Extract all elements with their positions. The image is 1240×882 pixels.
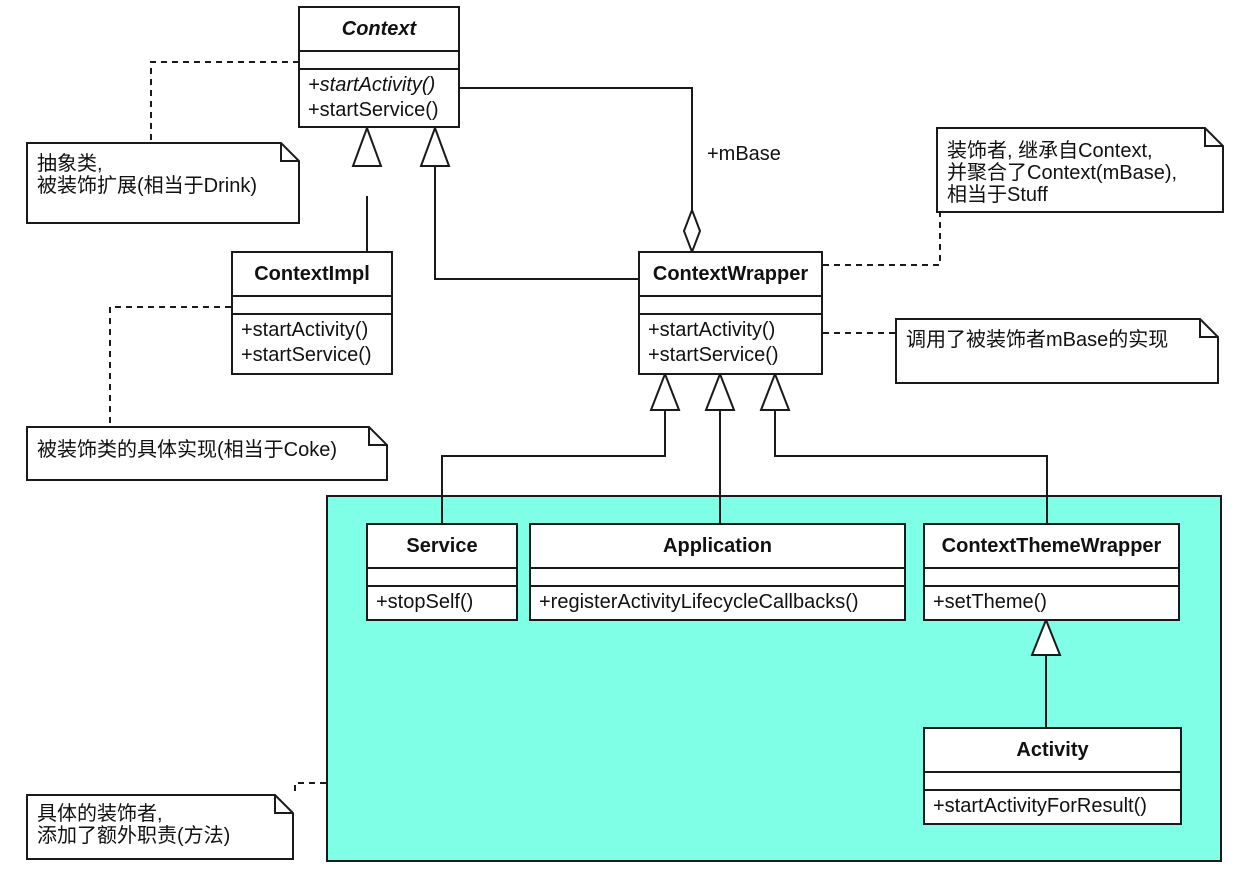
themewrapper-to-wrapper-line: [774, 410, 1048, 523]
class-attributes: [531, 569, 904, 587]
class-name: Activity: [925, 729, 1180, 773]
class-operations: +stopSelf(): [368, 587, 516, 619]
class-operations: +registerActivityLifecycleCallbacks(): [531, 587, 904, 619]
class-context[interactable]: Context +startActivity() +startService(): [298, 6, 460, 128]
class-context-theme-wrapper[interactable]: ContextThemeWrapper +setTheme(): [923, 523, 1180, 621]
generalization-arrow-icon: [1030, 617, 1062, 656]
class-service[interactable]: Service +stopSelf(): [366, 523, 518, 621]
note-shape-calls: [895, 318, 1219, 384]
class-application[interactable]: Application +registerActivityLifecycleCa…: [529, 523, 906, 621]
class-attributes: [925, 569, 1178, 587]
generalization-arrow-icon: [649, 371, 681, 411]
operation: +registerActivityLifecycleCallbacks(): [539, 591, 859, 613]
class-operations: +startActivity() +startService(): [640, 315, 821, 372]
note-anchor-concrete: [294, 782, 326, 795]
generalization-arrow-icon: [704, 371, 736, 411]
note-abstract-class: 抽象类, 被装饰扩展(相当于Drink): [37, 153, 257, 197]
class-operations: +startActivity() +startService(): [300, 70, 458, 127]
class-attributes: [925, 773, 1180, 791]
operation: +setTheme(): [933, 591, 1047, 613]
operation: +startService(): [241, 344, 372, 366]
class-name: ContextWrapper: [640, 253, 821, 297]
class-attributes: [300, 52, 458, 70]
class-name: Context: [300, 8, 458, 52]
note-concrete-impl: 被装饰类的具体实现(相当于Coke): [37, 439, 338, 461]
class-context-wrapper[interactable]: ContextWrapper +startActivity() +startSe…: [638, 251, 823, 375]
class-context-impl[interactable]: ContextImpl +startActivity() +startServi…: [231, 251, 393, 375]
class-name: ContextThemeWrapper: [925, 525, 1178, 569]
class-attributes: [368, 569, 516, 587]
operation: +stopSelf(): [376, 591, 474, 613]
wrapper-to-context-line: [434, 166, 639, 280]
service-to-wrapper-line: [441, 410, 666, 523]
class-operations: +setTheme(): [925, 587, 1178, 619]
note-calls-mbase: 调用了被装饰者mBase的实现: [906, 329, 1169, 351]
class-attributes: [640, 297, 821, 315]
note-anchor-decorator: [823, 212, 941, 266]
operation: +startActivity(): [241, 319, 369, 341]
note-anchor-impl: [109, 306, 231, 427]
generalization-arrow-icon: [351, 125, 383, 167]
class-operations: +startActivityForResult(): [925, 791, 1180, 823]
aggregation-diamond-icon: [682, 207, 702, 255]
class-operations: +startActivity() +startService(): [233, 315, 391, 372]
class-name: ContextImpl: [233, 253, 391, 297]
generalization-arrow-icon: [759, 371, 791, 411]
operation: +startActivityForResult(): [933, 795, 1147, 817]
class-name: Service: [368, 525, 516, 569]
note-anchor-abstract: [150, 61, 299, 143]
note-decorator: 装饰者, 继承自Context, 并聚合了Context(mBase), 相当于…: [947, 140, 1178, 206]
operation: +startActivity(): [648, 319, 776, 341]
operation: +startService(): [648, 344, 779, 366]
note-concrete-decorators: 具体的装饰者, 添加了额外职责(方法): [37, 803, 231, 847]
generalization-arrow-icon: [419, 125, 451, 167]
class-name: Application: [531, 525, 904, 569]
note-shape-abstract: [26, 142, 300, 224]
operation: +startService(): [308, 99, 439, 121]
note-shape-impl: [26, 426, 388, 481]
association-role-label: +mBase: [707, 143, 781, 165]
note-shape-concrete: [26, 794, 294, 860]
mbase-association-line: [460, 87, 693, 210]
class-activity[interactable]: Activity +startActivityForResult(): [923, 727, 1182, 825]
operation: +startActivity(): [308, 74, 436, 96]
note-shape-decorator: [936, 127, 1224, 213]
class-attributes: [233, 297, 391, 315]
